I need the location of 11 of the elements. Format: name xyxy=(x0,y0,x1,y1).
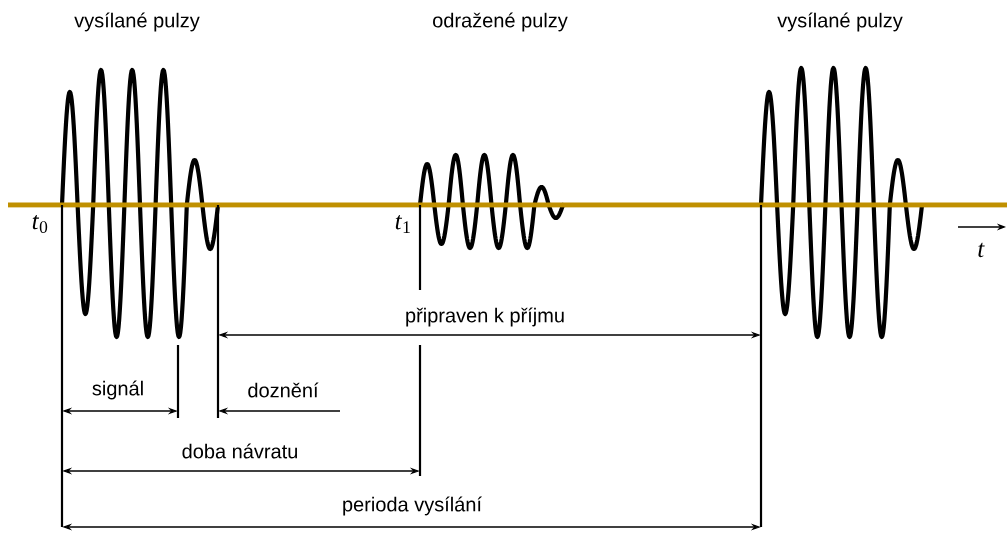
dimension-label: doba návratu xyxy=(182,443,297,459)
dimension-label: perioda vysílání xyxy=(343,496,482,516)
time-label: t xyxy=(978,242,985,258)
dimension-label: signál xyxy=(92,380,143,400)
heading-text: vysílané pulzy xyxy=(777,12,903,32)
dimension-label: připraven k příjmu xyxy=(406,307,564,327)
time-label: t$_{1}$ xyxy=(395,215,410,233)
heading-text: odražené pulzy xyxy=(433,12,568,32)
dimension-label: doznění xyxy=(248,382,319,398)
time-label: t$_{0}$ xyxy=(32,215,48,233)
heading-text: vysílané pulzy xyxy=(74,12,200,32)
